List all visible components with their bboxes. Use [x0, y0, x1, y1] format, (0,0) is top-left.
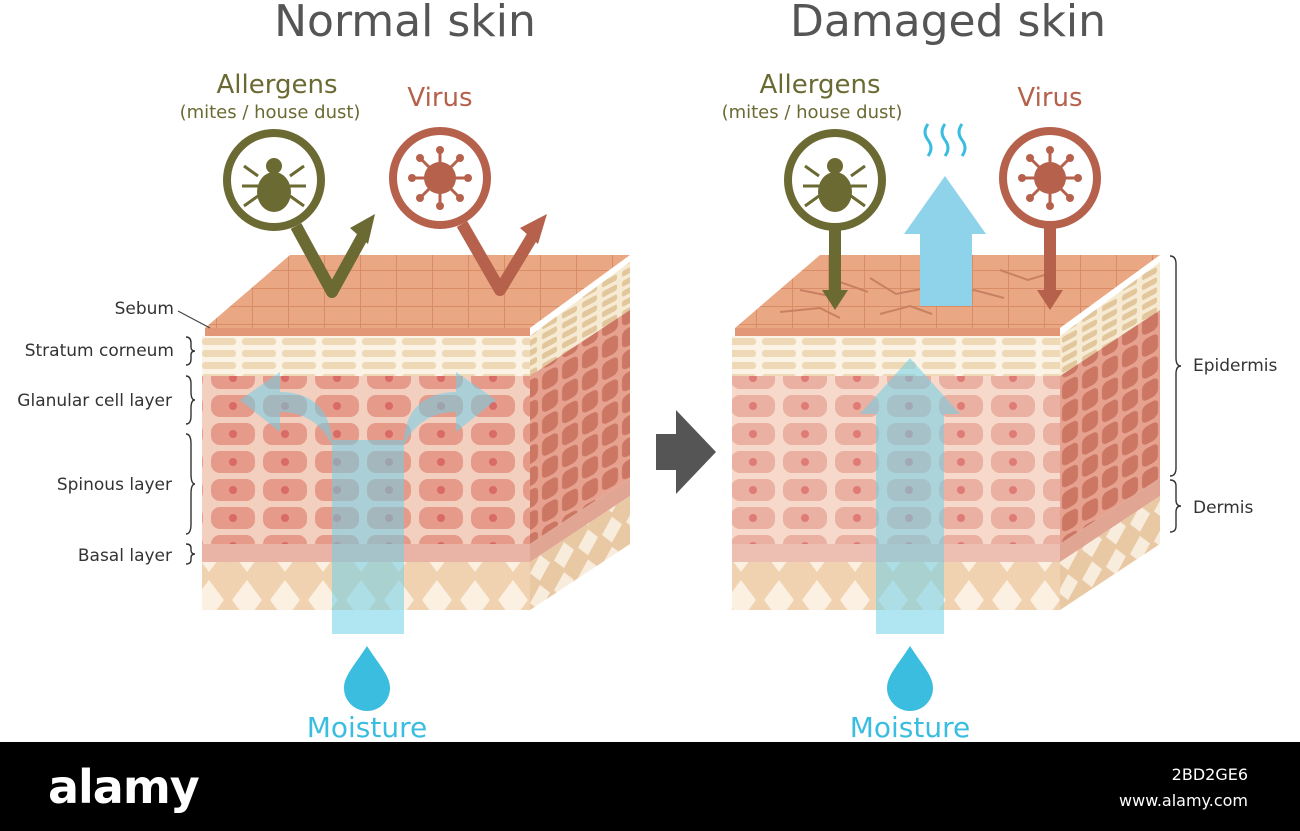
- stratum-corneum-front: [202, 336, 530, 376]
- skin-surface: [205, 255, 630, 328]
- region-labels: Epidermis Dermis: [1169, 255, 1277, 533]
- alamy-logo: alamy: [48, 760, 200, 814]
- allergen-badge-left: Allergens (mites / house dust): [180, 70, 375, 298]
- virus-title-right: Virus: [1017, 83, 1082, 113]
- mite-icon: [242, 158, 306, 212]
- diagram-stage: Normal skin Damaged skin Allergens (mite…: [17, 0, 1277, 742]
- mite-icon-right: [803, 158, 867, 212]
- virus-badge-left: Virus: [389, 83, 547, 296]
- label-granular-layer: Glanular cell layer: [17, 391, 172, 411]
- label-dermis: Dermis: [1193, 498, 1254, 518]
- moisture-drop-right: Moisture: [850, 646, 971, 742]
- deflect-arrow-head: [350, 214, 375, 244]
- damaged-stratum-corneum: [732, 336, 1060, 376]
- layer-labels: Sebum Stratum corneum Glanular cell laye…: [17, 299, 196, 566]
- image-credit: 2BD2GE6 www.alamy.com: [1119, 762, 1248, 814]
- label-stratum-corneum: Stratum corneum: [25, 341, 174, 361]
- penetrate-arrow-head: [822, 290, 848, 310]
- alamy-url: www.alamy.com: [1119, 791, 1248, 810]
- evaporation-arrow: [904, 123, 986, 306]
- moisture-label-left: Moisture: [307, 711, 428, 742]
- moisture-label-right: Moisture: [850, 711, 971, 742]
- water-drop-icon: [344, 646, 390, 711]
- title-damaged-skin: Damaged skin: [790, 0, 1106, 47]
- stock-footer: alamy 2BD2GE6 www.alamy.com: [0, 742, 1300, 831]
- virus-title-left: Virus: [407, 83, 472, 113]
- label-epidermis: Epidermis: [1193, 356, 1277, 376]
- title-normal-skin: Normal skin: [274, 0, 536, 47]
- normal-skin-block: [177, 255, 630, 634]
- virus-icon-right: [1018, 146, 1082, 210]
- allergens-title-left: Allergens: [217, 70, 338, 100]
- label-spinous-layer: Spinous layer: [57, 475, 172, 495]
- label-sebum: Sebum: [115, 299, 174, 319]
- allergens-title-right: Allergens: [760, 70, 881, 100]
- layer-braces: [185, 336, 196, 565]
- vapor-icon: [923, 123, 967, 157]
- image-id: 2BD2GE6: [1171, 765, 1248, 784]
- damaged-skin-block: [732, 255, 1160, 634]
- moisture-flow-escaping: [860, 358, 960, 634]
- moisture-drop-left: Moisture: [307, 646, 428, 742]
- allergen-badge-right: Allergens (mites / house dust): [722, 70, 903, 310]
- virus-icon: [408, 146, 472, 210]
- moisture-flow-retained: [240, 372, 496, 634]
- water-drop-icon-right: [887, 646, 933, 711]
- virus-badge-right: Virus: [999, 83, 1101, 310]
- allergens-subtitle-right: (mites / house dust): [722, 102, 903, 123]
- transition-arrow-icon: [656, 410, 716, 494]
- allergens-subtitle-left: (mites / house dust): [180, 102, 361, 123]
- label-basal-layer: Basal layer: [78, 546, 172, 566]
- skin-diagram: Normal skin Damaged skin Allergens (mite…: [17, 0, 1277, 742]
